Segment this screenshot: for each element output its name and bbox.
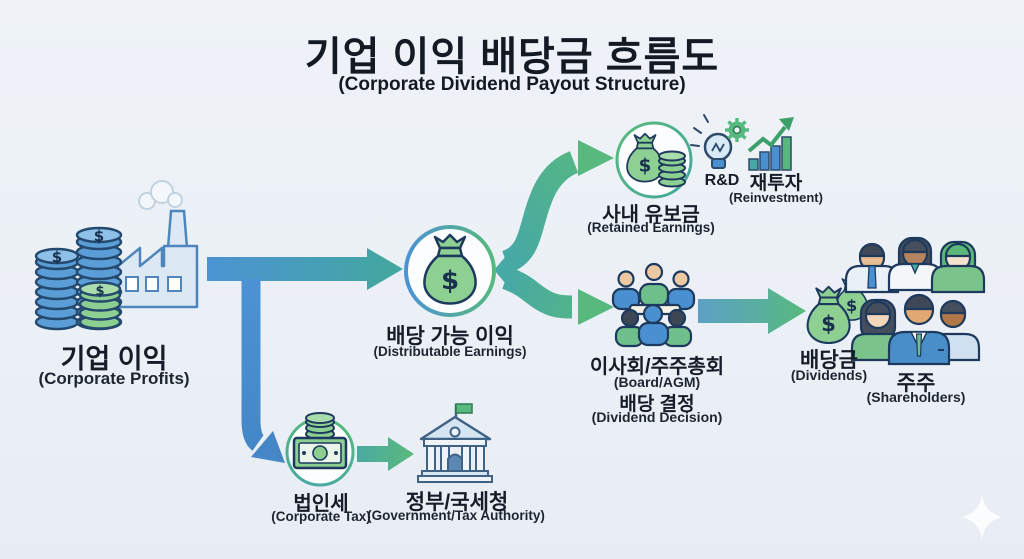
corporate-tax-icon xyxy=(292,412,348,470)
sublabel-dividend-decision: (Dividend Decision) xyxy=(591,409,723,425)
label-dividend-decision: 배당 결정 xyxy=(619,394,695,415)
sublabel-corporate-profits: (Corporate Profits) xyxy=(38,369,190,388)
shareholders-icon xyxy=(844,236,986,366)
factory-icon xyxy=(116,180,199,309)
label-dividends: 배당금 xyxy=(800,349,858,372)
coin-stacks-icon: $ $ $ xyxy=(34,226,123,331)
arrow-split-to-board xyxy=(502,267,614,325)
label-corporate-tax: 법인세 xyxy=(293,493,349,515)
label-government: 정부/국세청 xyxy=(405,491,509,514)
retained-earnings-icon xyxy=(626,132,686,188)
government-building-icon xyxy=(417,403,493,483)
sublabel-reinvestment: (Reinvestment) xyxy=(729,190,823,205)
rnd-icon xyxy=(690,114,749,169)
corporate-profits-icon: $ $ $ xyxy=(34,180,199,331)
label-reinvestment: 재투자 xyxy=(749,173,803,194)
diagram-subtitle: (Corporate Dividend Payout Structure) xyxy=(338,74,686,95)
sublabel-retained-earnings: (Retained Earnings) xyxy=(587,220,715,235)
dollar-sign: $ xyxy=(52,248,62,266)
flow-arrows xyxy=(207,140,806,471)
sublabel-dividends: (Dividends) xyxy=(790,367,868,383)
board-icon xyxy=(611,262,696,348)
sparkle-icon xyxy=(962,494,1002,540)
arrow-tax-to-government xyxy=(357,437,414,471)
dollar-sign: $ xyxy=(94,227,104,245)
label-rnd: R&D xyxy=(704,172,740,189)
arrow-profits-to-distributable xyxy=(207,248,403,290)
arrow-board-to-dividends xyxy=(698,288,806,334)
sublabel-government: (Government/Tax Authority) xyxy=(367,508,545,523)
arrow-split-to-retained xyxy=(501,140,614,273)
label-board-agm: 이사회/주주총회 xyxy=(589,356,725,378)
label-corporate-profits: 기업 이익 xyxy=(60,344,168,374)
gear-icon xyxy=(725,118,749,142)
label-distributable-earnings: 배당 가능 이익 xyxy=(386,325,514,348)
sublabel-distributable-earnings: (Distributable Earnings) xyxy=(373,344,527,359)
split-junction xyxy=(494,249,512,291)
diagram-title: 기업 이익 배당금 흐름도 xyxy=(304,35,720,79)
sublabel-corporate-tax: (Corporate Tax) xyxy=(271,509,371,524)
reinvestment-icon xyxy=(747,117,794,171)
label-shareholders: 주주 xyxy=(896,372,936,395)
sublabel-board-agm: (Board/AGM) xyxy=(613,374,701,390)
dollar-sign: $ xyxy=(95,284,104,299)
label-retained-earnings: 사내 유보금 xyxy=(602,204,700,226)
sublabel-shareholders: (Shareholders) xyxy=(866,389,966,405)
arrow-profits-to-tax xyxy=(241,279,285,463)
